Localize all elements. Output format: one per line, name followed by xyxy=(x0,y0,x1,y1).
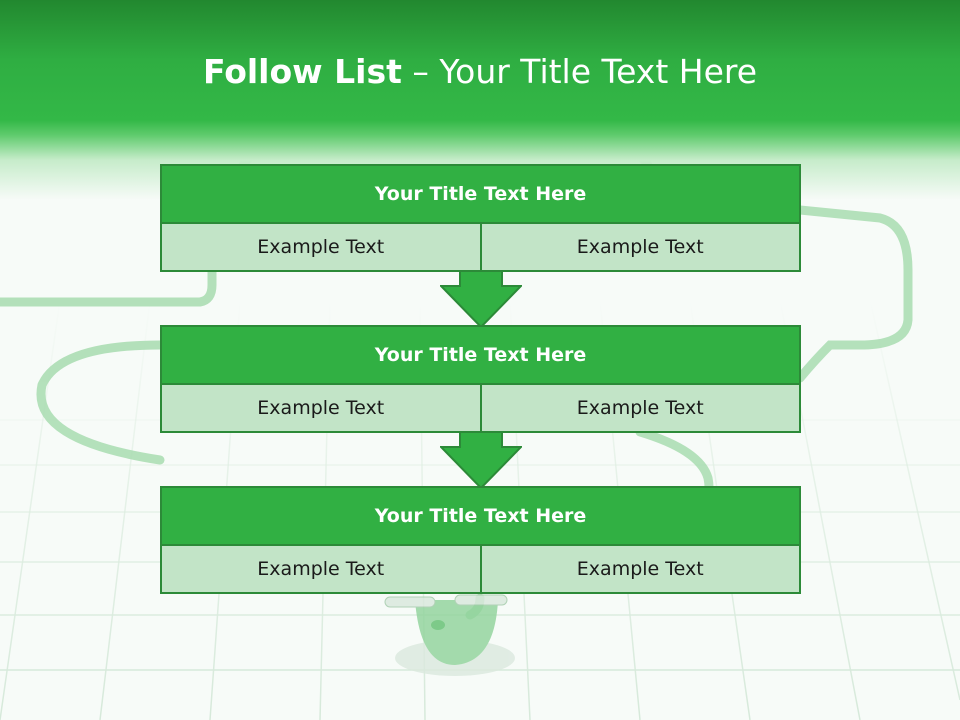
block-cell-left[interactable]: Example Text xyxy=(162,224,480,270)
block-cell-right[interactable]: Example Text xyxy=(479,224,799,270)
block-cell-right[interactable]: Example Text xyxy=(479,385,799,431)
list-block-3[interactable]: Your Title Text Here Example Text Exampl… xyxy=(160,486,801,594)
block-cell-right[interactable]: Example Text xyxy=(479,546,799,592)
block-row: Example Text Example Text xyxy=(162,385,799,431)
list-block-1[interactable]: Your Title Text Here Example Text Exampl… xyxy=(160,164,801,272)
block-title[interactable]: Your Title Text Here xyxy=(162,166,799,224)
slide-title-bold: Follow List xyxy=(202,52,402,91)
block-row: Example Text Example Text xyxy=(162,224,799,270)
power-plug-icon xyxy=(384,594,515,676)
block-row: Example Text Example Text xyxy=(162,546,799,592)
block-cell-left[interactable]: Example Text xyxy=(162,385,480,431)
slide-title-rest: – Your Title Text Here xyxy=(401,52,758,91)
slide-title: Follow List – Your Title Text Here xyxy=(0,52,960,91)
down-arrow-icon xyxy=(440,431,522,489)
list-block-2[interactable]: Your Title Text Here Example Text Exampl… xyxy=(160,325,801,433)
block-cell-left[interactable]: Example Text xyxy=(162,546,480,592)
block-title[interactable]: Your Title Text Here xyxy=(162,327,799,385)
block-title[interactable]: Your Title Text Here xyxy=(162,488,799,546)
down-arrow-icon xyxy=(440,270,522,328)
